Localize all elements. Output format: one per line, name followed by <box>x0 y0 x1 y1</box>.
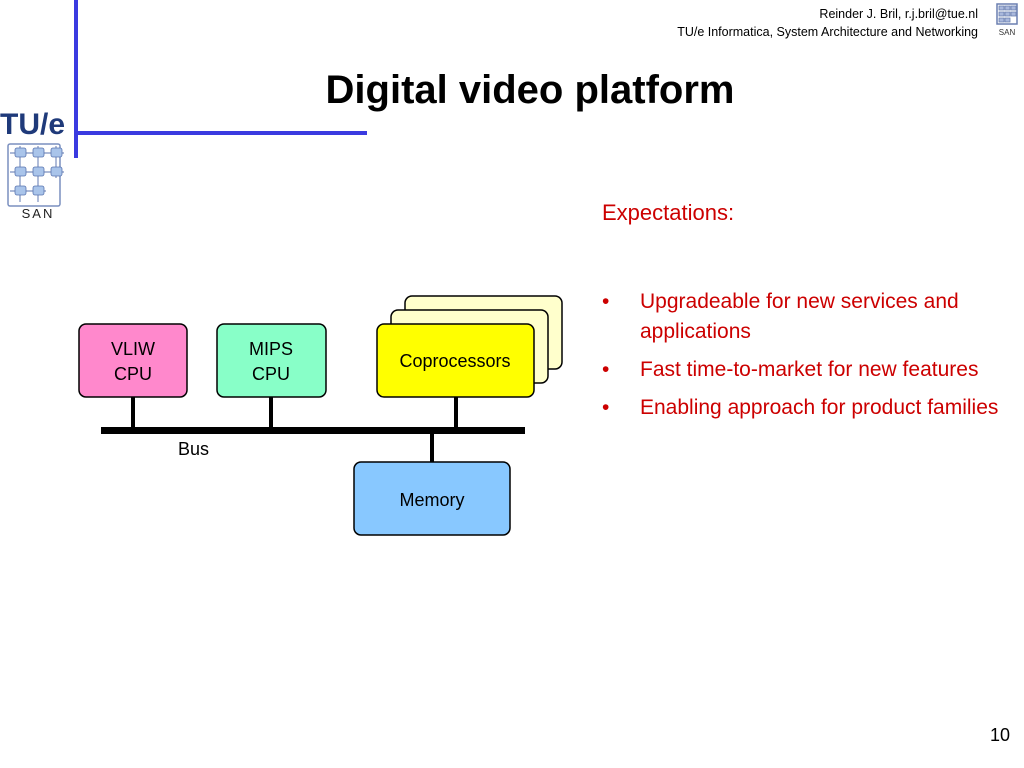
vliw-cpu-box: VLIW CPU <box>78 323 188 398</box>
vliw-cpu-shape <box>78 323 188 398</box>
san-logo-small: SAN <box>996 3 1018 37</box>
bus-label: Bus <box>178 439 209 459</box>
tue-logo-text: TU/e <box>0 108 65 141</box>
vertical-rule <box>74 0 78 158</box>
coprocessor-front-shape <box>376 323 535 398</box>
page-number: 10 <box>989 725 1010 745</box>
vliw-cpu-label-line1: VLIW <box>111 339 155 359</box>
list-item: Upgradeable for new services and applica… <box>602 287 1002 347</box>
list-item: Fast time-to-market for new features <box>602 355 1002 385</box>
san-logo-text-small: SAN <box>999 28 1016 37</box>
mips-cpu-label-line1: MIPS <box>249 339 293 359</box>
mips-cpu-shape <box>216 323 327 398</box>
page-title: Digital video platform <box>325 68 735 112</box>
coprocessors-label: Coprocessors <box>399 351 510 371</box>
coprocessors-stack: Coprocessors <box>376 295 563 398</box>
expectations-list: Upgradeable for new services and applica… <box>602 287 1002 431</box>
memory-box: Memory <box>353 461 511 536</box>
bus-line <box>101 427 525 434</box>
list-item: Enabling approach for product families <box>602 393 1002 423</box>
san-logo-text: SAN <box>22 206 55 221</box>
platform-diagram: VLIW CPU MIPS CPU Coprocessors Bus Memor… <box>78 295 563 536</box>
mips-cpu-box: MIPS CPU <box>216 323 327 398</box>
memory-shape <box>353 461 511 536</box>
memory-label: Memory <box>399 490 464 510</box>
horizontal-rule <box>74 131 367 135</box>
author-line: Reinder J. Bril, r.j.bril@tue.nl <box>819 7 978 21</box>
department-line: TU/e Informatica, System Architecture an… <box>677 25 978 39</box>
expectations-heading: Expectations: <box>602 200 735 225</box>
tue-san-logo: TU/e SAN <box>0 108 65 221</box>
mips-cpu-label-line2: CPU <box>252 364 290 384</box>
vliw-cpu-label-line2: CPU <box>114 364 152 384</box>
slide-header: Reinder J. Bril, r.j.bril@tue.nl TU/e In… <box>677 5 978 41</box>
